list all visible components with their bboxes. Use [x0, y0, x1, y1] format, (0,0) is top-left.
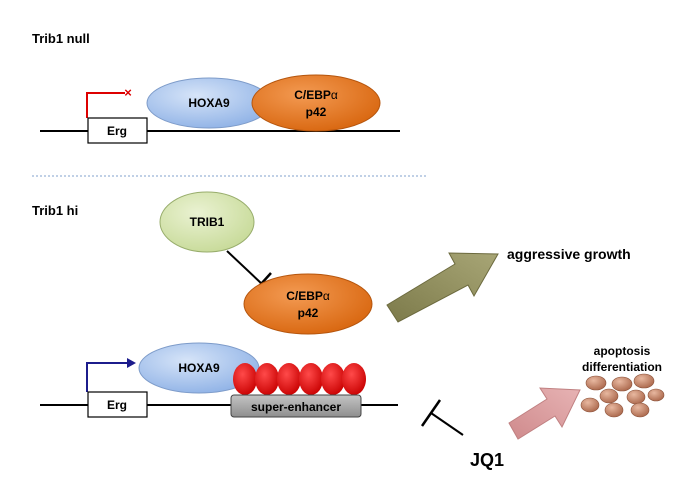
- apoptosis-arrow-icon: [508, 387, 581, 440]
- apoptosis-label: apoptosis: [594, 344, 651, 358]
- jq1-inhibition-icon: [420, 399, 464, 436]
- cell-icon: [580, 397, 600, 413]
- p42-label-hi: p42: [298, 306, 319, 320]
- cebpa-p42-protein-null: [251, 74, 381, 132]
- hoxa9-label-null: HOXA9: [188, 96, 230, 110]
- cell-cluster-icon: [580, 373, 665, 418]
- erg-gene-box-hi: [87, 391, 148, 418]
- promoter-arrow-active-icon: [86, 358, 136, 392]
- enhancer-factor-dot: [299, 363, 323, 395]
- cebpa-label-null: C/EBPα: [294, 88, 338, 102]
- growth-arrow-icon: [386, 252, 499, 323]
- trib1-label: TRIB1: [190, 215, 225, 229]
- p42-label-null: p42: [306, 105, 327, 119]
- erg-label-hi: Erg: [107, 398, 127, 412]
- promoter-arrow-blocked-icon: [86, 92, 125, 118]
- super-enhancer-label: super-enhancer: [251, 400, 341, 414]
- cell-icon: [647, 388, 665, 402]
- panel-null-title: Trib1 null: [32, 31, 90, 46]
- promoter-blocked-mark: ×: [124, 85, 132, 100]
- cebpa-p42-protein-hi: [243, 273, 373, 335]
- super-enhancer-box: [230, 394, 362, 418]
- differentiation-label: differentiation: [582, 360, 662, 374]
- enhancer-factor-dot: [342, 363, 366, 395]
- erg-label-null: Erg: [107, 124, 127, 138]
- enhancer-factor-dot: [277, 363, 301, 395]
- cell-icon: [604, 402, 624, 418]
- cell-icon: [633, 373, 655, 389]
- panel-hi-title: Trib1 hi: [32, 203, 78, 218]
- trib1-protein: [159, 191, 255, 253]
- cebpa-label-hi: C/EBPα: [286, 289, 330, 303]
- hoxa9-label-hi: HOXA9: [178, 361, 220, 375]
- enhancer-factor-dot: [233, 363, 257, 395]
- cell-icon: [599, 388, 619, 404]
- enhancer-bound-factors: [233, 363, 366, 395]
- cell-icon: [626, 389, 646, 405]
- erg-gene-box-null: [87, 117, 148, 144]
- cell-icon: [630, 402, 650, 418]
- enhancer-factor-dot: [255, 363, 279, 395]
- enhancer-factor-dot: [321, 363, 345, 395]
- cell-icon: [585, 375, 607, 391]
- jq1-label: JQ1: [470, 450, 504, 470]
- cell-icon: [611, 376, 633, 392]
- aggressive-growth-label: aggressive growth: [507, 246, 631, 262]
